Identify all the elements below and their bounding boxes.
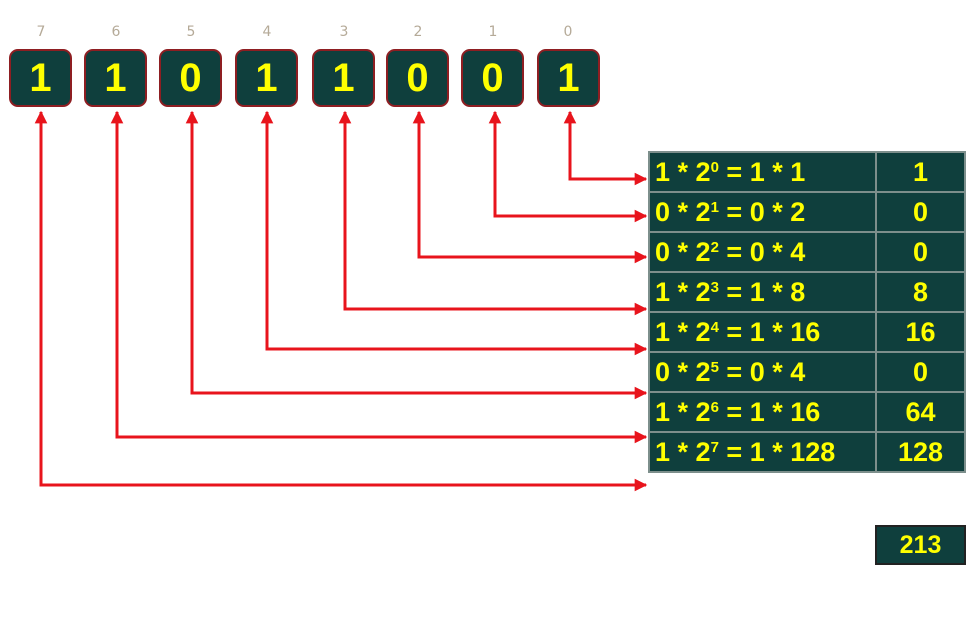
exponent: 6 bbox=[710, 398, 719, 416]
exponent: 4 bbox=[710, 318, 719, 336]
place-value: 1 bbox=[875, 151, 966, 193]
power-expression: 0 * 25 = 0 * 4 bbox=[648, 351, 877, 393]
position-label-3: 3 bbox=[339, 24, 349, 40]
bit-digit: 1 bbox=[655, 436, 671, 467]
bit-box-0: 1 bbox=[537, 49, 600, 107]
power-expression: 0 * 22 = 0 * 4 bbox=[648, 231, 877, 273]
bit-box-4: 1 bbox=[235, 49, 298, 107]
exponent: 5 bbox=[710, 358, 719, 376]
product-text: 0 * 4 bbox=[749, 356, 806, 387]
product-text: 1 * 16 bbox=[749, 396, 821, 427]
product-text: 0 * 4 bbox=[749, 236, 806, 267]
table-row: 0 * 25 = 0 * 4 0 bbox=[648, 351, 966, 393]
exponent: 2 bbox=[710, 238, 719, 256]
arrow-bit-0 bbox=[563, 110, 648, 186]
place-value: 64 bbox=[875, 391, 966, 433]
position-label-7: 7 bbox=[36, 24, 46, 40]
bit-digit: 0 bbox=[655, 356, 671, 387]
calculation-table: 1 * 20 = 1 * 1 1 0 * 21 = 0 * 2 0 0 * 22… bbox=[648, 151, 966, 473]
bit-box-2: 0 bbox=[386, 49, 449, 107]
exponent: 0 bbox=[710, 158, 719, 176]
bit-digit: 1 bbox=[655, 396, 671, 427]
power-expression: 1 * 24 = 1 * 16 bbox=[648, 311, 877, 353]
position-label-2: 2 bbox=[413, 24, 423, 40]
exponent: 1 bbox=[710, 198, 719, 216]
arrow-bit-2 bbox=[412, 110, 648, 264]
place-value: 8 bbox=[875, 271, 966, 313]
position-label-4: 4 bbox=[262, 24, 272, 40]
power-expression: 0 * 21 = 0 * 2 bbox=[648, 191, 877, 233]
product-text: 1 * 1 bbox=[749, 156, 806, 187]
bit-digit: 1 bbox=[655, 316, 671, 347]
position-label-0: 0 bbox=[563, 24, 573, 40]
place-value: 16 bbox=[875, 311, 966, 353]
bit-digit: 1 bbox=[655, 276, 671, 307]
position-label-5: 5 bbox=[186, 24, 196, 40]
power-expression: 1 * 27 = 1 * 128 bbox=[648, 431, 877, 473]
arrow-bit-7 bbox=[34, 110, 648, 492]
bit-box-1: 0 bbox=[461, 49, 524, 107]
bit-box-6: 1 bbox=[84, 49, 147, 107]
exponent: 3 bbox=[710, 278, 719, 296]
exponent: 7 bbox=[710, 438, 719, 456]
bit-box-3: 1 bbox=[312, 49, 375, 107]
product-text: 1 * 8 bbox=[749, 276, 806, 307]
product-text: 0 * 2 bbox=[749, 196, 806, 227]
place-value: 128 bbox=[875, 431, 966, 473]
table-row: 1 * 24 = 1 * 16 16 bbox=[648, 311, 966, 353]
table-row: 0 * 21 = 0 * 2 0 bbox=[648, 191, 966, 233]
place-value: 0 bbox=[875, 191, 966, 233]
arrow-bit-6 bbox=[110, 110, 648, 444]
power-expression: 1 * 23 = 1 * 8 bbox=[648, 271, 877, 313]
product-text: 1 * 128 bbox=[749, 436, 836, 467]
bit-digit: 0 bbox=[655, 196, 671, 227]
table-row: 1 * 27 = 1 * 128 128 bbox=[648, 431, 966, 473]
bit-box-7: 1 bbox=[9, 49, 72, 107]
power-expression: 1 * 20 = 1 * 1 bbox=[648, 151, 877, 193]
power-expression: 1 * 26 = 1 * 16 bbox=[648, 391, 877, 433]
table-row: 1 * 20 = 1 * 1 1 bbox=[648, 151, 966, 193]
bit-digit: 1 bbox=[655, 156, 671, 187]
arrow-bit-4 bbox=[260, 110, 648, 356]
place-value: 0 bbox=[875, 231, 966, 273]
table-row: 1 * 26 = 1 * 16 64 bbox=[648, 391, 966, 433]
table-row: 0 * 22 = 0 * 4 0 bbox=[648, 231, 966, 273]
position-label-6: 6 bbox=[111, 24, 121, 40]
position-label-1: 1 bbox=[488, 24, 498, 40]
table-row: 1 * 23 = 1 * 8 8 bbox=[648, 271, 966, 313]
product-text: 1 * 16 bbox=[749, 316, 821, 347]
bit-box-5: 0 bbox=[159, 49, 222, 107]
bit-digit: 0 bbox=[655, 236, 671, 267]
place-value: 0 bbox=[875, 351, 966, 393]
total-value: 213 bbox=[875, 525, 966, 565]
